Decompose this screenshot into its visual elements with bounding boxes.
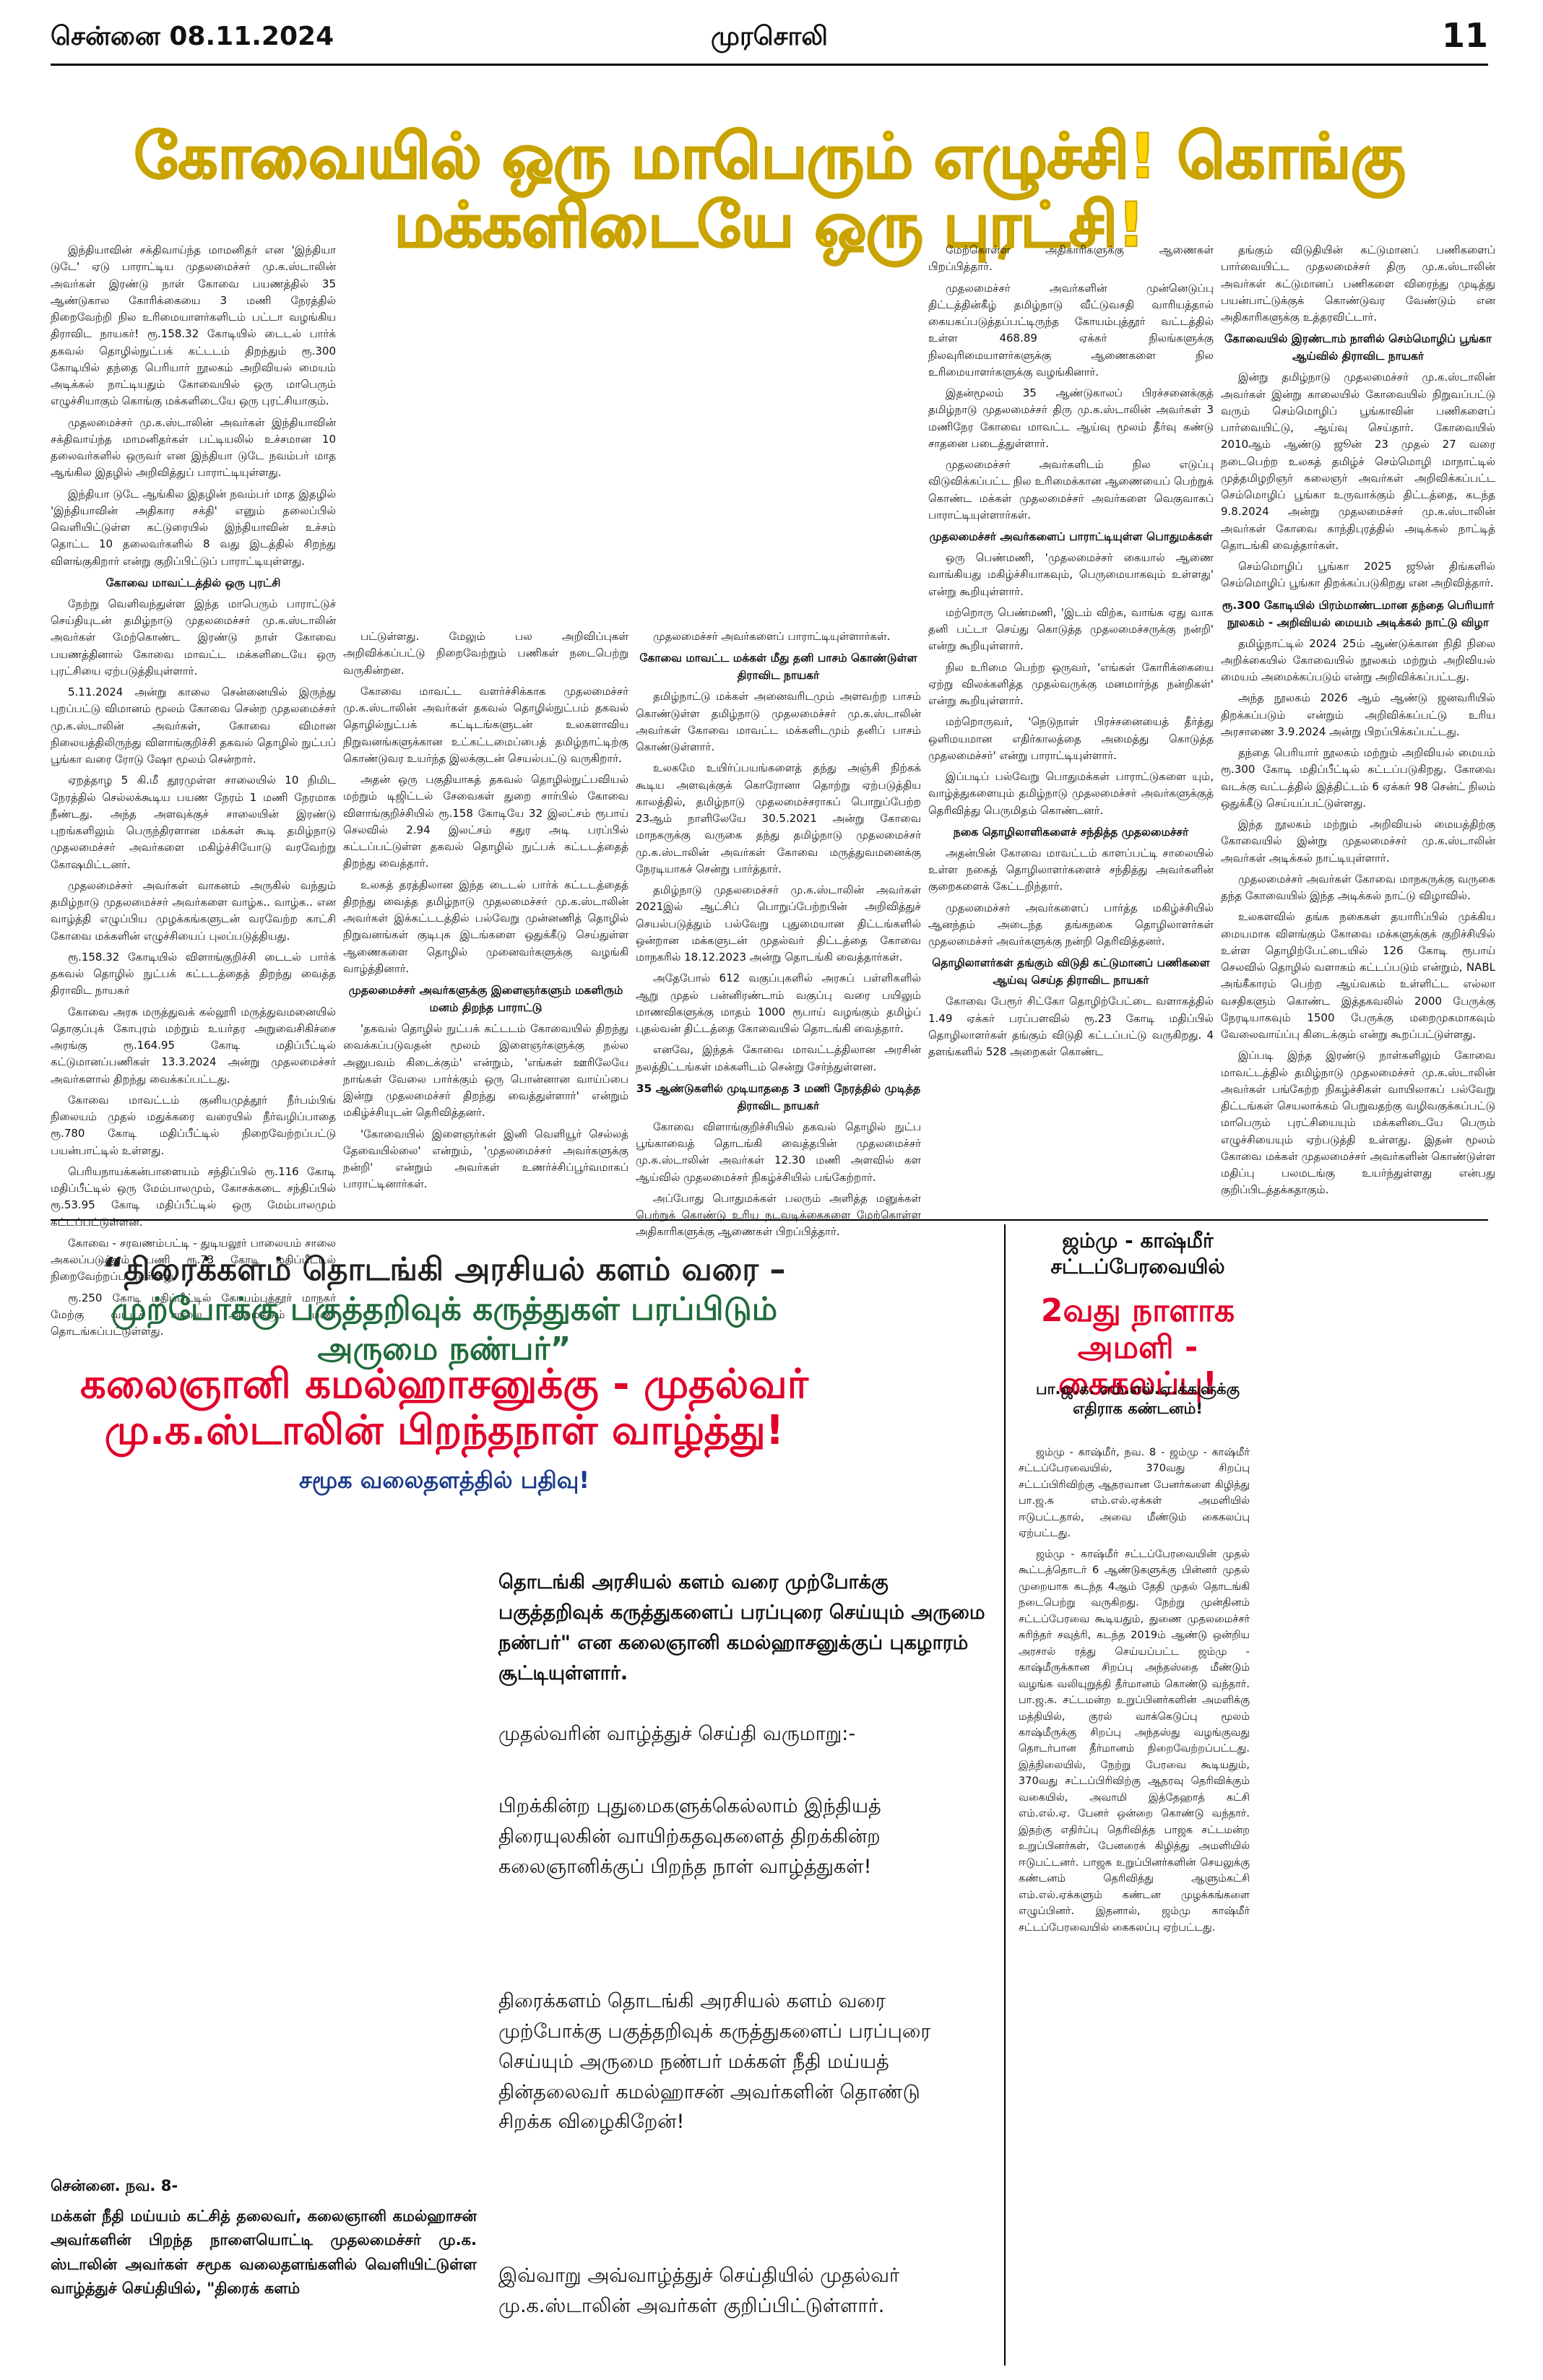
paragraph: கோவை அரசு மருத்துவக் கல்லூரி மருத்துவமனை… (51, 1005, 336, 1086)
paragraph: தங்கும் விடுதியின் கட்டுமானப் பணிகளைப் ப… (1221, 243, 1495, 324)
quote-headline: “திரைக்களம் தொடங்கி அரசியல் களம் வரை – ம… (72, 1250, 816, 1369)
paragraph: முதலமைச்சர் அவர்களைப் பார்த்த மகிழ்ச்சிய… (928, 901, 1214, 948)
section-divider (51, 1219, 1488, 1221)
quote-line-1: “திரைக்களம் தொடங்கி அரசியல் களம் வரை – (103, 1251, 786, 1288)
subheading: முதலமைச்சர் அவர்களுக்கு இளைஞர்களும் மகளி… (348, 984, 623, 1015)
subheading: முதலமைச்சர் அவர்களைப் பாராட்டியுள்ள பொது… (929, 530, 1213, 543)
dateline: சென்னை. நவ. 8- (51, 2177, 178, 2194)
paragraph: 5.11.2024 அன்று காலை சென்னையில் இருந்து … (51, 685, 336, 766)
column-divider (1004, 1224, 1006, 2366)
paragraph: ஜம்மு - காஷ்மீர், நவ. 8 - ஜம்மு - காஷ்மீ… (1019, 1447, 1250, 1540)
blue-subhead: சமூக வலைதளத்தில் பதிவு! (299, 1466, 589, 1494)
paragraph: பெரியநாயக்கன்பாளையம் சந்திப்பில் ரூ.116 … (51, 1164, 336, 1229)
middle-paragraph-4: இவ்வாறு அவ்வாழ்த்துச் செய்தியில் முதல்வர… (498, 2264, 900, 2317)
paragraph: ஒரு பெண்மணி, 'முதலமைச்சர் கையால் ஆணை வாங… (928, 551, 1214, 598)
paragraph: இப்படிப் பல்வேறு பொதுமக்கள் பாராட்டுகளை … (928, 770, 1214, 817)
paragraph: ஜம்மு - காஷ்மீர் சட்டப்பேரவையின் முதல் க… (1019, 1548, 1250, 1934)
article-column-4: மேற்கொள்ள அதிகாரிகளுக்கு ஆணைகள் பிறப்பித… (928, 242, 1214, 1065)
paragraph: கோவை விளாங்குறிச்சியில் தகவல் தொழில் நுட… (636, 1120, 921, 1184)
jk-article: ஜம்மு - காஷ்மீர், நவ. 8 - ஜம்மு - காஷ்மீ… (1019, 1445, 1250, 1940)
paragraph: நேற்று வெளிவந்துள்ள இந்த மாபெரும் பாராட்… (51, 597, 336, 678)
paragraph: 'கோவையில் இளைஞர்கள் இனி வெளியூர் செல்லத்… (343, 1127, 628, 1191)
issue-date: சென்னை 08.11.2024 (51, 22, 334, 51)
paragraph: முதலமைச்சர் அவர்களின் முன்னெடுப்பு திட்ட… (928, 281, 1214, 378)
paragraph: எனவே, இந்தக் கோவை மாவட்டத்திலான அரசின் ந… (636, 1043, 921, 1073)
red-headline: கலைஞானி கமல்ஹாசனுக்கு - முதல்வர் மு.க.ஸ்… (80, 1361, 808, 1455)
kamal-article-lead: சென்னை. நவ. 8- மக்கள் நீதி மய்யம் கட்சித… (51, 2174, 477, 2301)
paragraph: முதலமைச்சர் அவர்கள் வாகனம் அருகில் வந்து… (51, 878, 336, 943)
paragraph: இன்று தமிழ்நாடு முதலமைச்சர் மு.க.ஸ்டாலின… (1221, 371, 1495, 552)
paragraph: தந்தை பெரியார் நூலகம் மற்றும் அறிவியல் ம… (1221, 746, 1495, 810)
paragraph: மற்றொருவர், 'நெடுநாள் பிரச்சனையைத் தீர்த… (928, 715, 1214, 762)
page-header: சென்னை 08.11.2024 முரசொலி 11 (51, 16, 1488, 59)
paragraph: தமிழ்நாடு முதலமைச்சர் மு.க.ஸ்டாலின் அவர்… (636, 883, 921, 964)
paragraph: இப்படி இந்த இரண்டு நாள்களிலும் கோவை மாவட… (1221, 1049, 1495, 1197)
paragraph: அப்போது பொதுமக்கள் பலரும் அளித்த மனுக்கள… (636, 1191, 921, 1239)
paragraph: தமிழ்நாட்டில் 2024 25ம் ஆண்டுக்கான நிதி … (1221, 636, 1495, 684)
banner-headline: கோவையில் ஒரு மாபெரும் எழுச்சி! கொங்கு மக… (133, 121, 1406, 261)
paragraph: இந்தியா டுடே ஆங்கில இதழின் நவம்பர் மாத இ… (51, 487, 336, 568)
jk-subhead: பா.ஜ.க. எம்.எல்.ஏ.க்களுக்கு எதிராக கண்டன… (1035, 1380, 1240, 1418)
paragraph: முதலமைச்சர் அவர்களைப் பாராட்டியுள்ளார்கள… (653, 630, 891, 643)
paragraph: கோவை மாவட்டம் குனியமுத்தூர் நீர்பம்பிங் … (51, 1093, 336, 1157)
jk-kicker: ஜம்மு - காஷ்மீர் சட்டப்பேரவையில் (1050, 1229, 1225, 1279)
paragraph: முதலமைச்சர் அவர்கள் கோவை மாநகருக்கு வருக… (1221, 872, 1495, 903)
middle-paragraph-3: திரைக்களம் தொடங்கி அரசியல் களம் வரை முற்… (498, 1990, 931, 2134)
paragraph: அதன் ஒரு பகுதியாகத் தகவல் தொழில்நுட்பவிய… (343, 773, 628, 870)
paragraph: பட்டுள்ளது. மேலும் பல அறிவிப்புகள் அறிவி… (343, 630, 628, 677)
middle-paragraph-1: முதல்வரின் வாழ்த்துச் செய்தி வருமாறு:- (498, 1723, 856, 1745)
paragraph: இந்த நூலகம் மற்றும் அறிவியல் மையத்திற்கு… (1221, 818, 1495, 865)
subheading: நகை தொழிலாளிகளைச் சந்தித்த முதலமைச்சர் (953, 825, 1189, 839)
paragraph: முதலமைச்சர் அவர்களிடம் நில எடுப்பு விடுவ… (928, 458, 1214, 522)
header-rule (51, 64, 1488, 66)
quote-line-2: முற்போக்கு பகுத்தறிவுக் கருத்துகள் பரப்ப… (111, 1291, 778, 1367)
paragraph: அதன்பின் கோவை மாவட்டம் காளப்பட்டி சாலையி… (928, 846, 1214, 893)
jk-headline: 2வது நாளாக அமளி - கைகலப்பு! (1040, 1292, 1235, 1403)
middle-lead: தொடங்கி அரசியல் களம் வரை முற்போக்கு பகுத… (498, 1571, 985, 1684)
paragraph: கோவை - சரவணம்பட்டி - துடியலூர் பாலையம் ச… (51, 1236, 336, 1284)
paragraph: தமிழ்நாட்டு மக்கள் அனைவரிடமும் அளவற்ற பா… (636, 690, 921, 754)
paragraph: மற்றொரு பெண்மணி, 'இடம் விற்க, வாங்க ஏது … (928, 605, 1214, 653)
paragraph: முதலமைச்சர் மு.க.ஸ்டாலின் அவர்கள் இந்திய… (51, 415, 336, 480)
subheading: கோவை மாவட்ட மக்கள் மீது தனி பாசம் கொண்டு… (639, 652, 917, 683)
paragraph: ஏறத்தாழ 5 கி.மீ தூரமுள்ள சாலையில் 10 நிம… (51, 774, 336, 871)
newspaper-name: முரசொலி (711, 22, 828, 51)
subheading: கோவையில் இரண்டாம் நாளில் செம்மொழிப் பூங்… (1224, 332, 1492, 363)
article-column-5: தங்கும் விடுதியின் கட்டுமானப் பணிகளைப் ப… (1221, 242, 1495, 1203)
paragraph: இதன்மூலம் 35 ஆண்டுகாலப் பிரச்சனைக்குத் த… (928, 386, 1214, 450)
subheading: 35 ஆண்டுகளில் முடியாததை 3 மணி நேரத்தில் … (636, 1081, 921, 1112)
paragraph: உலகத் தரத்திலான இந்த டைடல் பார்க் கட்டடத… (343, 878, 628, 975)
paragraph: கோவை மாவட்ட வளர்ச்சிக்காக முதலமைச்சர் மு… (343, 684, 628, 765)
paragraph: உலகளவில் தங்க நகைகள் தயாரிப்பில் முக்கிய… (1221, 910, 1495, 1042)
paragraph: இந்தியாவின் சக்திவாய்ந்த மாமனிதர் என 'இந… (51, 243, 336, 408)
article-column-3: முதலமைச்சர் அவர்களைப் பாராட்டியுள்ளார்கள… (636, 628, 921, 1245)
subheading: தொழிலாளர்கள் தங்கும் விடுதி கட்டுமானப் ப… (932, 956, 1210, 987)
paragraph: உலகமே உயிர்ப்பயங்களைத் தந்து அஞ்சி நிற்க… (636, 761, 921, 875)
page-number: 11 (1441, 16, 1488, 55)
paragraph: செம்மொழிப் பூங்கா 2025 ஜூன் திங்களில் செ… (1221, 560, 1495, 590)
paragraph: ரூ.158.32 கோடியில் விளாங்குறிச்சி டைடல் … (51, 950, 336, 998)
subheading: ரூ.300 கோடியில் பிரம்மாண்டமான தந்தை பெரி… (1222, 598, 1495, 629)
article-column-2: பட்டுள்ளது. மேலும் பல அறிவிப்புகள் அறிவி… (343, 628, 628, 1198)
middle-paragraph-2: பிறக்கின்ற புதுமைகளுக்கெல்லாம் இந்தியத் … (498, 1795, 881, 1878)
paragraph: அந்த நூலகம் 2026 ஆம் ஆண்டு ஜனவரியில் திற… (1221, 691, 1495, 738)
paragraph: கோவை பேரூர் சிட்கோ தொழிற்பேட்டை வளாகத்தி… (928, 995, 1214, 1059)
paragraph: நில உரிமை பெற்ற ஒருவர், 'எங்கள் கோரிக்கை… (928, 660, 1214, 708)
subheading: கோவை மாவட்டத்தில் ஒரு புரட்சி (105, 576, 281, 589)
lead-paragraph: மக்கள் நீதி மய்யம் கட்சித் தலைவர், கலைஞா… (51, 2207, 477, 2298)
paragraph: மேற்கொள்ள அதிகாரிகளுக்கு ஆணைகள் பிறப்பித… (928, 243, 1214, 274)
paragraph: ரூ.250 கோடி மதிப்பீட்டில் கோயம்புத்தூர் … (51, 1291, 336, 1338)
article-column-1: இந்தியாவின் சக்திவாய்ந்த மாமனிதர் என 'இந… (51, 242, 336, 1344)
paragraph: அதேபோல் 612 வகுப்புகளில் அரசுப் பள்ளிகளி… (636, 972, 921, 1036)
paragraph: 'தகவல் தொழில் நுட்பக் கட்டடம் கோவையில் த… (343, 1022, 628, 1120)
